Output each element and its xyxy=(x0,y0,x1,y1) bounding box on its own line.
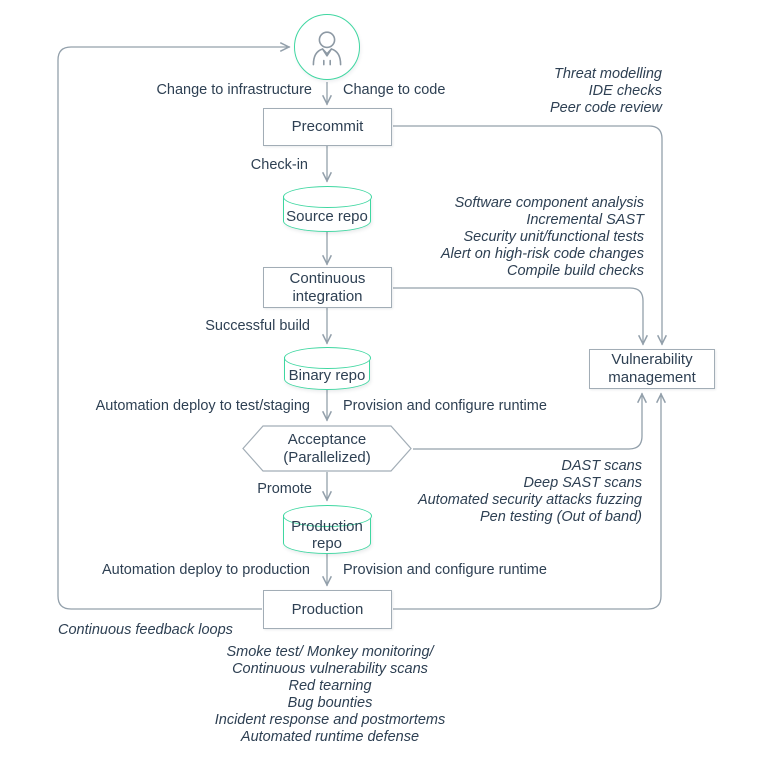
edge-production-to-vulnerability-management xyxy=(393,392,667,610)
annotation-line: DAST scans xyxy=(561,458,642,474)
label-automation-deploy-production: Automation deploy to production xyxy=(102,562,310,578)
annotation-acceptance-checks: DAST scans Deep SAST scans Automated sec… xyxy=(380,458,642,526)
node-production: Production xyxy=(263,590,392,629)
annotation-line: Incremental SAST xyxy=(526,212,644,228)
annotation-ci-checks: Software component analysis Incremental … xyxy=(400,195,644,280)
annotation-line: Software component analysis xyxy=(454,195,644,211)
edge-precommit-to-vulnerability-management xyxy=(393,125,668,346)
node-binary-repo: Binary repo xyxy=(283,347,371,390)
edge-ci-to-vulnerability-management xyxy=(393,287,649,346)
annotation-line: Pen testing (Out of band) xyxy=(479,509,642,525)
developer-avatar xyxy=(294,14,360,80)
annotation-line: IDE checks xyxy=(588,83,662,99)
annotation-line: Automated runtime defense xyxy=(240,729,420,745)
annotation-line: Alert on high-risk code changes xyxy=(440,246,644,262)
annotation-line: Automated security attacks fuzzing xyxy=(417,492,642,508)
node-continuous-integration: Continuous integration xyxy=(263,267,392,308)
annotation-line: Red tearning xyxy=(288,678,372,694)
source-repo-label: Source repo xyxy=(286,207,368,225)
edge-acceptance-to-vulnerability-management xyxy=(413,392,648,450)
label-change-to-infrastructure: Change to infrastructure xyxy=(156,82,312,98)
binary-repo-label: Binary repo xyxy=(288,367,366,384)
label-check-in: Check-in xyxy=(250,157,308,173)
annotation-line: Compile build checks xyxy=(506,263,644,279)
node-source-repo: Source repo xyxy=(282,186,372,232)
person-icon xyxy=(312,31,342,66)
annotation-line: Deep SAST scans xyxy=(523,475,642,491)
label-provision-configure-runtime-1: Provision and configure runtime xyxy=(343,398,547,414)
acceptance-label: Acceptance (Parallelized) xyxy=(283,430,371,466)
annotation-line: Continuous vulnerability scans xyxy=(232,661,428,677)
node-precommit: Precommit xyxy=(263,108,392,146)
label-change-to-code: Change to code xyxy=(343,82,446,98)
annotation-line: Bug bounties xyxy=(287,695,373,711)
node-acceptance: Acceptance (Parallelized) xyxy=(242,425,412,472)
label-promote: Promote xyxy=(257,481,312,497)
label-provision-configure-runtime-2: Provision and configure runtime xyxy=(343,562,547,578)
annotation-production-checks: Smoke test/ Monkey monitoring/ Continuou… xyxy=(170,644,490,746)
label-successful-build: Successful build xyxy=(205,318,310,334)
node-production-repo: Production repo xyxy=(282,505,372,554)
production-repo-label: Production repo xyxy=(291,518,363,552)
annotation-line: Incident response and postmortems xyxy=(214,712,446,728)
annotation-precommit-checks: Threat modelling IDE checks Peer code re… xyxy=(430,66,662,117)
label-automation-deploy-test-staging: Automation deploy to test/staging xyxy=(95,398,310,414)
annotation-line: Security unit/functional tests xyxy=(463,229,644,245)
annotation-line: Peer code review xyxy=(549,100,662,116)
node-vulnerability-management: Vulnerability management xyxy=(589,349,715,389)
edge-continuous-feedback-loop xyxy=(57,41,291,610)
annotation-line: Threat modelling xyxy=(554,66,662,82)
hexagon-shape xyxy=(242,425,412,472)
label-continuous-feedback-loops: Continuous feedback loops xyxy=(58,622,233,638)
annotation-line: Smoke test/ Monkey monitoring/ xyxy=(226,644,434,660)
